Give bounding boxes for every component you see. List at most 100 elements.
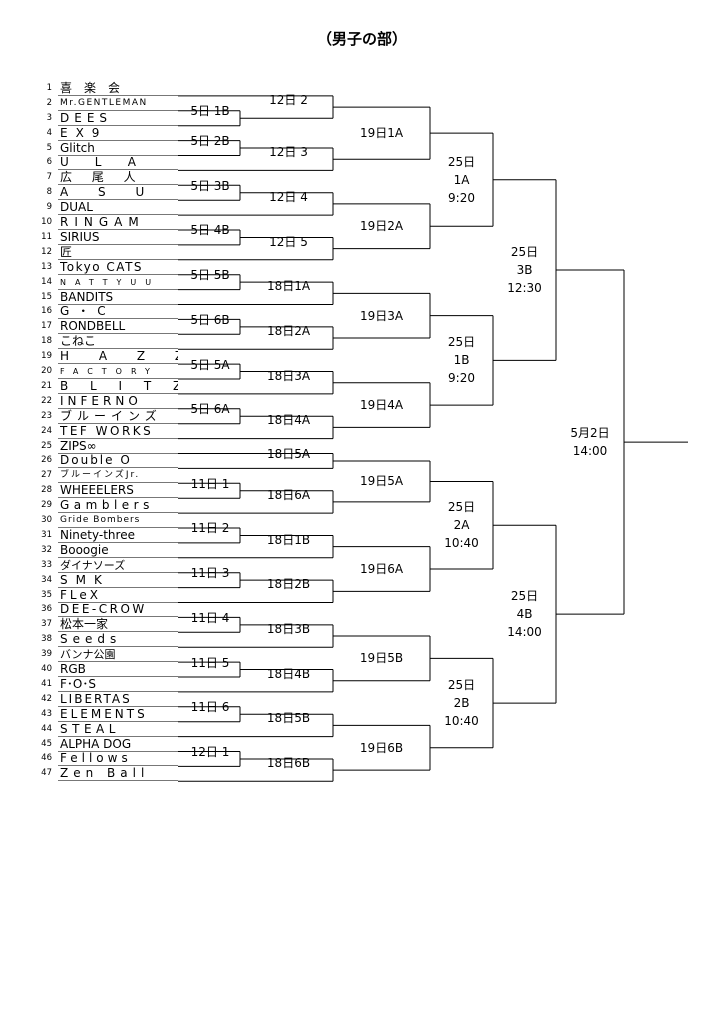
team-name: B L I T Z — [60, 378, 178, 393]
quarterfinal-schedule: 9:20 — [448, 371, 475, 386]
final-schedule: 5月2日 — [570, 426, 610, 441]
round1-match-label: 11日 6 — [190, 700, 230, 715]
quarterfinal-schedule: 25日 — [447, 500, 476, 515]
round2-match-label: 18日6B — [266, 756, 311, 771]
team-underline — [58, 333, 178, 335]
team-row: 4 EX9 — [0, 126, 180, 141]
quarterfinal-schedule: 2B — [453, 696, 470, 711]
team-underline — [58, 631, 178, 633]
team-number: 12 — [41, 246, 52, 257]
round1-match-label: 11日 1 — [190, 476, 230, 491]
round1-match-label: 12日 1 — [190, 744, 230, 759]
team-underline — [58, 437, 178, 439]
team-number: 38 — [41, 634, 52, 645]
team-underline — [58, 705, 178, 707]
team-name: Ninety-three — [60, 527, 135, 542]
team-underline — [58, 154, 178, 156]
team-underline — [58, 571, 178, 573]
team-number: 5 — [46, 142, 52, 153]
team-name: Gride Bombers — [60, 515, 141, 525]
semifinal-schedule: 25日 — [510, 589, 539, 604]
team-underline — [58, 780, 178, 782]
round3-match-label: 19日3A — [359, 308, 404, 323]
team-number: 9 — [46, 202, 52, 213]
team-name: NATTYUU — [60, 277, 161, 287]
team-name: EX9 — [60, 125, 108, 140]
team-name: BANDITS — [60, 289, 114, 304]
team-number: 19 — [41, 351, 52, 362]
team-underline — [58, 616, 178, 618]
team-number: 39 — [41, 649, 52, 660]
team-underline — [58, 527, 178, 528]
team-underline — [58, 735, 178, 737]
team-underline — [58, 765, 178, 767]
team-number: 14 — [41, 276, 52, 287]
team-name: Double O — [60, 453, 132, 468]
team-number: 3 — [46, 112, 52, 123]
team-number: 18 — [41, 336, 52, 347]
team-number: 44 — [41, 723, 52, 734]
team-underline — [58, 422, 178, 424]
team-name: RGB — [60, 662, 86, 676]
team-underline — [58, 512, 178, 514]
team-name: ULA — [60, 155, 162, 170]
team-name: STEAL — [60, 721, 120, 736]
team-name: Booogie — [60, 542, 109, 557]
round3-match-label: 19日6A — [359, 561, 404, 576]
team-name: ALPHA DOG — [60, 736, 132, 751]
team-underline — [58, 646, 178, 648]
quarterfinal-schedule: 9:20 — [448, 190, 475, 205]
team-number: 11 — [41, 231, 52, 242]
team-underline — [58, 601, 178, 603]
team-name: Fellows — [60, 751, 132, 766]
team-name: DEES — [60, 110, 113, 125]
team-name: 喜 楽 会 — [60, 80, 121, 95]
team-underline — [58, 378, 178, 379]
team-name: ブルーインズJr. — [60, 470, 141, 481]
team-underline — [58, 407, 178, 409]
team-name: LIBERTAS — [60, 691, 132, 706]
team-number: 24 — [41, 425, 52, 436]
team-name: こねこ — [60, 334, 97, 349]
round2-match-label: 18日4A — [266, 413, 311, 428]
team-row: 14 NATTYUU — [0, 275, 180, 290]
round3-match-label: 19日1A — [359, 126, 404, 141]
round1-match-label: 5日 6A — [190, 402, 230, 417]
team-underline — [58, 482, 178, 484]
team-underline — [58, 690, 178, 692]
round1-match-label: 11日 3 — [190, 566, 230, 581]
team-underline — [58, 229, 178, 230]
quarterfinal-schedule: 1B — [453, 353, 470, 368]
round3-match-label: 19日5A — [359, 474, 404, 489]
round1-match-label: 5日 2B — [190, 134, 230, 149]
team-underline — [58, 318, 178, 320]
team-number: 4 — [46, 127, 52, 138]
team-name: H A Z Z — [60, 349, 178, 364]
team-number: 36 — [41, 604, 52, 615]
quarterfinal-schedule: 25日 — [447, 678, 476, 693]
team-number: 40 — [41, 664, 52, 674]
team-underline — [58, 467, 178, 469]
team-underline — [58, 556, 178, 558]
team-name: TEF WORKS — [60, 423, 154, 438]
